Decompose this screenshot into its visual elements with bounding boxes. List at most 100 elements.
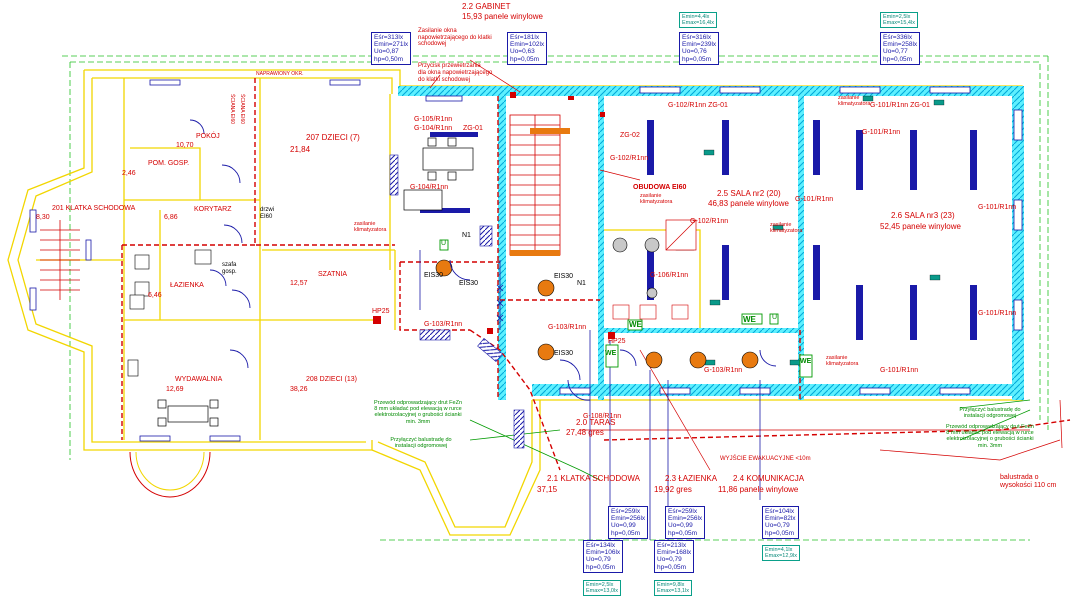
room-pokoj: POKÓJ xyxy=(196,133,220,140)
code-g106: G-106/R1nn xyxy=(650,272,689,279)
left-staircase xyxy=(40,220,80,300)
furniture xyxy=(157,137,697,427)
code-g104b: G-104/R1nn xyxy=(410,184,449,191)
label-n1-a: N1 xyxy=(462,232,471,239)
exit-signs xyxy=(703,95,945,366)
note-naprawiony: NAPRAWIONY OKR. xyxy=(256,71,304,77)
room-dzieci7: 207 DZIECI (7) xyxy=(306,133,360,142)
room-dzieci7-area: 21,84 xyxy=(290,145,311,154)
code-zg01: ZG-01 xyxy=(463,125,483,132)
label-sciana-2: ŚCIANA EI60 xyxy=(229,94,235,125)
label-u-1: U xyxy=(772,314,778,321)
room-area-komunikacja: 11,86 panele winylowe xyxy=(718,485,799,494)
label-sciana: ŚCIANA EI60 xyxy=(239,94,245,125)
room-label-gabinet: 2.2 GABINET xyxy=(462,2,511,11)
note-przycisk: Przycisk przewietrzania xyxy=(418,63,481,69)
label-hp25-b: HP25 xyxy=(608,338,626,345)
note-obudowa: OBUDOWA EI60 xyxy=(633,184,687,191)
code-g101zg: G-101/R1nn ZG-01 xyxy=(870,102,930,109)
windows xyxy=(29,79,1023,442)
code-g105: G-105/R1nn xyxy=(414,116,453,123)
code-g103c: G-103/R1nn xyxy=(704,367,743,374)
code-g101e: G-101/R1nn xyxy=(880,367,919,374)
room-pomgosp-area: 2,46 xyxy=(122,170,136,177)
room-wydawalnia: WYDAWALNIA xyxy=(175,376,223,383)
room-lazienka-left: ŁAZIENKA xyxy=(170,282,204,289)
label-ei30-a: EIS30 xyxy=(424,272,444,279)
note-klim1: zasilanie klimatyzatora xyxy=(640,193,673,205)
room-pokoj-area: 10,70 xyxy=(176,142,194,149)
code-g102a: G-102/R1nn xyxy=(610,155,649,162)
label-ei30-b: EIS30 xyxy=(459,280,479,287)
red-lines xyxy=(429,59,1063,471)
label-we-3: WE xyxy=(605,350,617,357)
code-g101c: G-101/R1nn xyxy=(978,204,1017,211)
note-klim5: zasilanie klimatyzatora xyxy=(826,355,859,367)
room-szatnia-area: 12,57 xyxy=(290,280,308,287)
note-zasilanie-okna: Zasilanie okna napowietrzającego do klat… xyxy=(418,28,492,47)
code-g103b: G-103/R1nn xyxy=(548,324,587,331)
label-u-2: U xyxy=(441,240,447,247)
label-n1-b: N1 xyxy=(577,280,586,287)
room-area-sala2: 46,83 panele winylowe xyxy=(708,199,789,208)
note-okna: dla okna napowietrzającego do klatki sch… xyxy=(418,70,493,83)
code-g102b: G-102/R1nn xyxy=(690,218,729,225)
note-klim4: zasilanie klimatyzatora xyxy=(354,221,387,233)
fire-zones xyxy=(121,78,1071,471)
note-przewod: Przewód odprowadzający drut FeZn 8 mm uk… xyxy=(373,400,463,425)
note-przewod2: Przewód odprowadzający drut FeZn 8 mm uk… xyxy=(945,424,1035,449)
room-label-klatka: 2.1 KLATKA SCHODOWA xyxy=(547,474,640,483)
room-klatka-left: 201 KLATKA SCHODOWA xyxy=(52,205,136,212)
room-szatnia: SZATNIA xyxy=(318,271,348,278)
room-area-klatka: 37,15 xyxy=(537,485,558,494)
room-wydawalnia-area: 12,69 xyxy=(166,386,184,393)
note-klim2: zasilanie klimatyzatora xyxy=(838,95,871,107)
note-przylaczyc2: Przyłączyć balustradę do instalacji odgr… xyxy=(959,407,1021,420)
room-label-taras: 2.0 TARAS xyxy=(576,418,616,427)
building-walls xyxy=(7,69,1023,536)
room-label-sala2: 2.5 SALA nr2 (20) xyxy=(717,189,781,198)
code-g102zg: G-102/R1nn ZG-01 xyxy=(668,102,728,109)
doors xyxy=(189,119,777,401)
code-g103a: G-103/R1nn xyxy=(424,321,463,328)
green-signs xyxy=(439,239,813,378)
room-dzieci13: 208 DZIECI (13) xyxy=(306,376,357,383)
code-g101d: G-101/R1nn xyxy=(978,310,1017,317)
note-przylaczyc1: Przyłączyć balustradę do instalacji odgr… xyxy=(390,437,452,450)
code-g101a: G-101/R1nn xyxy=(862,129,901,136)
room-area-gabinet: 15,93 panele winylowe xyxy=(462,12,543,21)
room-dzieci13-area: 38,26 xyxy=(290,386,308,393)
label-we-4: WE xyxy=(800,358,812,365)
note-balustrada: balustrada o wysokości 110 cm xyxy=(1000,474,1057,489)
center-staircase xyxy=(509,114,561,256)
hatched-walls xyxy=(389,154,525,449)
room-korytarz-area: 6,86 xyxy=(164,214,178,221)
downlights xyxy=(435,259,759,369)
note-szafa: szafa gosp. xyxy=(222,262,237,275)
label-ei30-d: EIS30 xyxy=(554,350,574,357)
note-wyjscie: WYJŚCIE EWAKUACYJNE <10m xyxy=(720,456,811,462)
note-drzwi: drzwi EI60 xyxy=(260,207,275,220)
code-zg02: ZG-02 xyxy=(620,132,640,139)
note-klim3: zasilanie klimatyzatora xyxy=(770,222,803,234)
room-klatka-left-area: 8,30 xyxy=(36,214,50,221)
code-g101b: G-101/R1nn xyxy=(795,196,834,203)
label-ei30-c: EIS30 xyxy=(554,273,574,280)
code-g108: G-108/R1nn xyxy=(583,413,622,420)
luminaires xyxy=(420,120,977,340)
label-hp25-a: HP25 xyxy=(372,308,390,315)
